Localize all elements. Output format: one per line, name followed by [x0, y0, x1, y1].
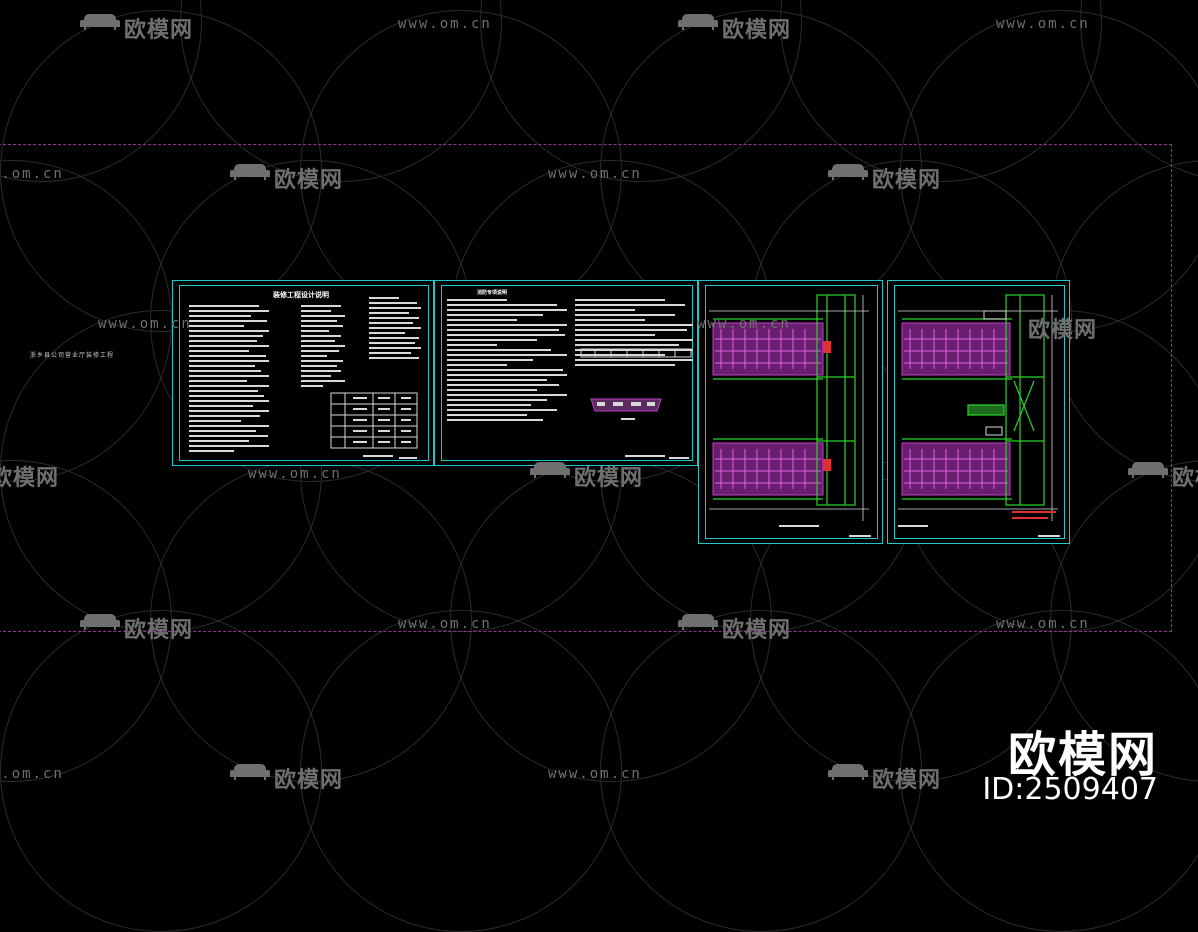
watermark-logo: 欧模网 [530, 460, 643, 492]
sofa-icon [80, 614, 120, 639]
watermark-logo: 欧模网 [828, 762, 941, 794]
sofa-icon [80, 14, 120, 39]
sheet-inner-border [894, 285, 1065, 539]
sheet-floor-plan-1[interactable] [698, 280, 883, 544]
watermark-url: www.om.cn [98, 316, 192, 332]
sofa-icon [1128, 462, 1168, 487]
watermark-url: www.om.cn [0, 166, 64, 182]
sheet-title: 消防专项说明 [477, 290, 508, 296]
notes-column-3 [369, 297, 421, 362]
watermark-logo: 欧模网 [80, 612, 193, 644]
notes-column-1 [189, 305, 269, 455]
watermark-url: www.om.cn [996, 16, 1090, 32]
floor-plan-drawing [898, 294, 1060, 537]
sheet-fire-notes[interactable]: 消防专项说明 [434, 280, 698, 466]
watermark-url: www.om.cn [697, 316, 791, 332]
watermark-logo: 欧模网 [80, 12, 193, 44]
notes-column-2 [301, 305, 345, 390]
sofa-icon [678, 14, 718, 39]
fire-detail-graphic [580, 348, 692, 459]
watermark-url: www.om.cn [996, 616, 1090, 632]
sheet-inner-border [705, 285, 878, 539]
watermark-url: www.om.cn [0, 766, 64, 782]
watermark-logo: 欧模网 [230, 162, 343, 194]
watermark-logo: 欧模网 [1028, 318, 1098, 343]
notes-table [330, 392, 418, 459]
fire-notes-column-1 [447, 299, 567, 424]
sheet-inner-border [179, 285, 429, 461]
project-label: 浙乡县公司营业厅装修工程 [30, 352, 115, 359]
sheet-title: 装修工程设计说明 [273, 291, 329, 299]
watermark-logo: 欧模网 [678, 12, 791, 44]
watermark-url: www.om.cn [548, 166, 642, 182]
sofa-icon [678, 614, 718, 639]
sofa-icon [230, 164, 270, 189]
sheet-inner-border [441, 285, 693, 461]
watermark-url: www.om.cn [548, 766, 642, 782]
sofa-icon [828, 164, 868, 189]
watermark-url: www.om.cn [398, 16, 492, 32]
watermark-logo: 欧模网 [1128, 460, 1198, 492]
floor-plan-drawing [709, 294, 871, 537]
corner-brand-id: ID:2509407 [982, 772, 1158, 807]
watermark-logo: 欧模网 [0, 466, 60, 491]
sofa-icon [230, 764, 270, 789]
sheet-floor-plan-2[interactable] [887, 280, 1070, 544]
layout-frame [0, 144, 1172, 632]
sofa-icon [828, 764, 868, 789]
watermark-logo: 欧模网 [828, 162, 941, 194]
fire-notes-column-2 [575, 299, 693, 369]
watermark-url: www.om.cn [248, 466, 342, 482]
sheet-design-notes[interactable]: 装修工程设计说明 [172, 280, 434, 466]
corner-brand-name: 欧模网 [1007, 727, 1158, 783]
watermark-logo: 欧模网 [678, 612, 791, 644]
watermark-logo: 欧模网 [230, 762, 343, 794]
sofa-icon [530, 462, 570, 487]
watermark-url: www.om.cn [398, 616, 492, 632]
